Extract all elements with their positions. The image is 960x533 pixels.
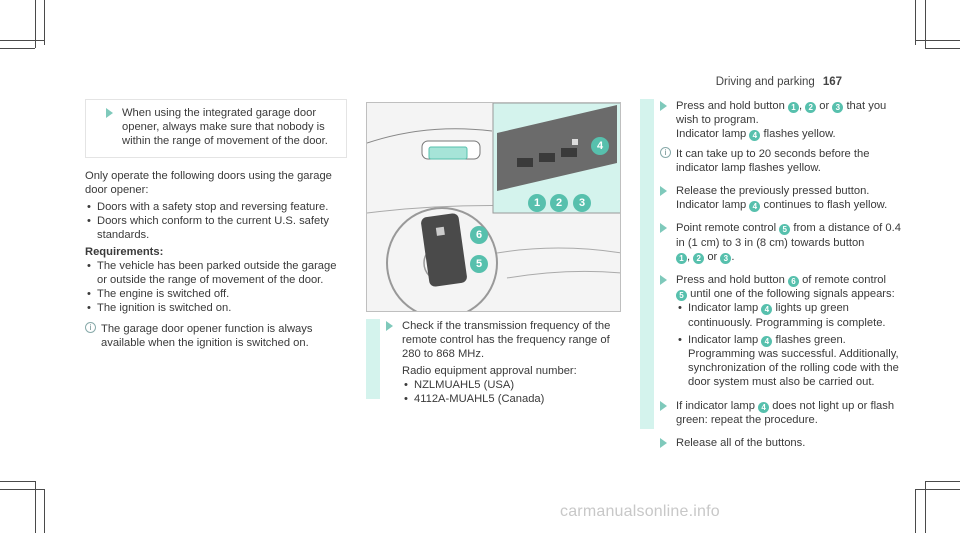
column-right: Press and hold button 1, 2 or 3 that you… — [640, 99, 905, 459]
list-item: Doors which conform to the current U.S. … — [85, 214, 347, 242]
step-text: If indicator lamp — [676, 399, 755, 412]
callout-2: 2 — [550, 194, 568, 212]
list-item: Indicator lamp 4 flashes green. Programm… — [676, 333, 905, 390]
list-item: Doors with a safety stop and reversing f… — [85, 200, 347, 214]
callout-4: 4 — [761, 304, 773, 316]
callout-5: 5 — [676, 290, 687, 302]
crop-mark — [915, 489, 960, 490]
step-text: or — [819, 100, 830, 112]
step-text: of remote control — [802, 274, 887, 287]
crop-mark — [0, 489, 45, 490]
crop-mark — [925, 0, 926, 48]
step-text: Indicator lamp — [676, 128, 747, 141]
arrow-icon — [660, 186, 667, 197]
callout-4: 4 — [749, 201, 761, 213]
callout-3: 3 — [573, 194, 591, 212]
step-text: Indicator lamp — [688, 333, 759, 346]
step-text: Release the previously pressed button. — [676, 185, 870, 198]
crop-mark — [44, 489, 45, 533]
step-text: or — [707, 250, 718, 263]
section-title: Driving and parking — [715, 76, 815, 88]
step-text: flashes green. Programming was successfu… — [688, 333, 899, 389]
callout-6: 6 — [787, 276, 799, 288]
crop-mark — [35, 481, 36, 533]
list-item: The vehicle has been parked outside the … — [85, 259, 347, 287]
crop-mark — [0, 48, 35, 49]
note: i It can take up to 20 seconds before th… — [660, 146, 905, 175]
crop-mark — [915, 0, 916, 45]
callout-1: 1 — [528, 194, 546, 212]
step-text: that you wish to program. — [676, 100, 887, 127]
intro-text: Only operate the following doors using t… — [85, 169, 332, 196]
watermark: carmanualsonline.info — [560, 503, 720, 520]
arrow-icon — [386, 321, 393, 331]
callout-2: 2 — [693, 252, 705, 264]
callout-1: 1 — [787, 102, 799, 113]
step-text: continues to flash yellow. — [763, 199, 888, 212]
arrow-icon — [660, 223, 667, 234]
callout-4: 4 — [758, 401, 770, 413]
step-text: from a distance of 0.4 in (1 cm) to 3 in… — [676, 222, 901, 249]
crop-mark — [44, 0, 45, 45]
callout-1: 1 — [676, 252, 687, 264]
arrow-icon — [660, 400, 667, 411]
list-item: The engine is switched off. — [85, 287, 347, 301]
step-text: flashes yellow. — [763, 128, 836, 141]
crop-mark — [0, 481, 35, 482]
crop-mark — [915, 40, 960, 41]
callout-2: 2 — [805, 102, 817, 113]
step-text: Press and hold button — [676, 274, 785, 287]
step-text: lights up green continuously. Programmin… — [688, 302, 886, 329]
callout-4: 4 — [749, 130, 761, 142]
page-number: 167 — [822, 76, 842, 88]
note-text: The garage door opener function is alway… — [101, 322, 313, 349]
callout-4: 4 — [591, 137, 609, 155]
callout-3: 3 — [832, 102, 844, 113]
column-middle: Check if the transmission frequency of t… — [366, 319, 621, 415]
callout-3: 3 — [720, 252, 732, 264]
callout-5: 5 — [779, 224, 791, 236]
crop-mark — [925, 48, 960, 49]
step-text: Point remote control — [676, 222, 777, 235]
callout-4: 4 — [761, 335, 773, 347]
info-icon: i — [85, 321, 96, 333]
crop-mark — [35, 0, 36, 48]
dashboard-illustration: 1 2 3 4 6 5 — [366, 102, 621, 312]
step-text: Indicator lamp — [676, 199, 747, 212]
requirements-heading: Requirements: — [85, 245, 164, 258]
list-item: The ignition is switched on. — [85, 301, 347, 315]
note: i The garage door opener function is alw… — [85, 321, 347, 350]
warning-text: When using the integrated garage door op… — [122, 107, 328, 148]
list-item: Indicator lamp 4 lights up green continu… — [676, 301, 905, 329]
column-left: When using the integrated garage door op… — [85, 99, 347, 350]
crop-mark — [925, 481, 960, 482]
arrow-icon — [106, 108, 113, 118]
step-text: does not light up or flash green: repeat… — [676, 399, 895, 426]
step-text: Indicator lamp — [688, 302, 759, 315]
callout-5: 5 — [470, 255, 488, 273]
step-text: Check if the transmission frequency of t… — [402, 320, 611, 361]
crop-mark — [925, 481, 926, 533]
warning-box: When using the integrated garage door op… — [85, 99, 347, 158]
callout-6: 6 — [470, 226, 488, 244]
crop-mark — [0, 40, 45, 41]
list-item: 4112A-MUAHL5 (Canada) — [402, 392, 621, 406]
page-header: Driving and parking 167 — [716, 75, 842, 89]
step-text: Release all of the buttons. — [676, 437, 806, 450]
step-text: Press and hold button — [676, 100, 785, 112]
crop-mark — [915, 489, 916, 533]
radio-label: Radio equipment approval number: — [402, 364, 577, 377]
arrow-icon — [660, 438, 667, 449]
step-text: until one of the following signals appea… — [690, 288, 895, 301]
note-text: It can take up to 20 seconds before the … — [676, 147, 870, 174]
list-item: NZLMUAHL5 (USA) — [402, 378, 621, 392]
arrow-icon — [660, 101, 667, 111]
arrow-icon — [660, 275, 667, 286]
info-icon: i — [660, 146, 671, 158]
